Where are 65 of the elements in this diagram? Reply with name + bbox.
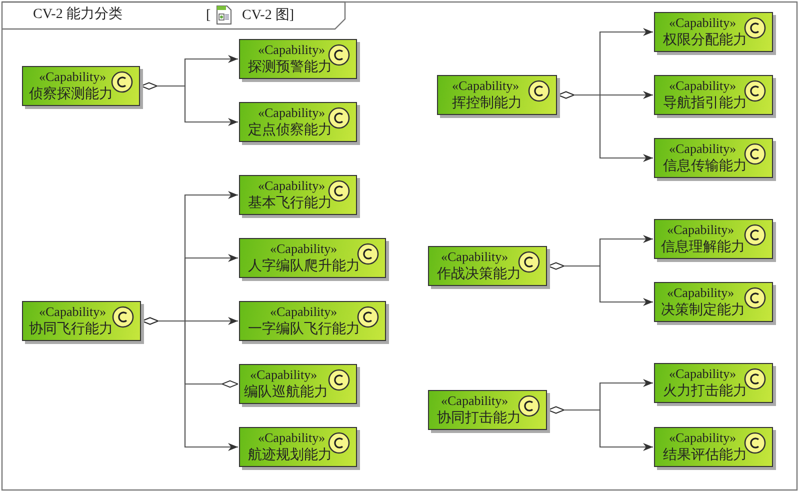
capability-box bbox=[654, 12, 773, 52]
stereotype-label: «Capability» bbox=[452, 78, 520, 94]
aggregation-arrow bbox=[140, 82, 238, 126]
capability-box bbox=[654, 75, 773, 115]
stereotype-label: «Capability» bbox=[667, 222, 734, 238]
aggregation-arrow bbox=[548, 406, 653, 451]
capability-box bbox=[654, 138, 773, 178]
capability-name: 火力打击能力 bbox=[663, 383, 747, 400]
aggregation-arrow bbox=[548, 262, 653, 306]
stereotype-label: «Capability» bbox=[270, 304, 338, 320]
capability-name: 人字编队爬升能力 bbox=[248, 258, 360, 275]
capability-name: 编队巡航能力 bbox=[244, 384, 328, 401]
aggregation-arrow bbox=[558, 91, 653, 162]
capability-box bbox=[437, 75, 557, 115]
capability-box bbox=[239, 102, 357, 142]
capability-name: 探测预警能力 bbox=[248, 59, 332, 76]
stereotype-label: «Capability» bbox=[667, 285, 734, 301]
capability-box bbox=[239, 175, 357, 215]
capability-box bbox=[654, 363, 773, 403]
stereotype-label: «Capability» bbox=[39, 69, 106, 85]
diagram-title: CV-2 能力分类 bbox=[33, 7, 122, 23]
stereotype-label: «Capability» bbox=[669, 78, 736, 94]
capability-box bbox=[654, 427, 773, 467]
capability-box bbox=[654, 219, 773, 259]
capability-name: 侦察探测能力 bbox=[29, 86, 113, 103]
stereotype-label: «Capability» bbox=[270, 241, 338, 257]
capability-name: 基本飞行能力 bbox=[248, 195, 332, 212]
capability-name: 一字编队飞行能力 bbox=[248, 321, 360, 338]
diagram-label: [ bbox=[206, 8, 211, 24]
capability-name: 定点侦察能力 bbox=[248, 122, 332, 139]
capability-box bbox=[428, 246, 547, 286]
capability-box bbox=[239, 301, 386, 341]
capability-name: 信息理解能力 bbox=[661, 239, 745, 256]
capability-name: 决策制定能力 bbox=[661, 302, 745, 319]
capability-name: 作战决策能力 bbox=[437, 266, 521, 283]
capability-box bbox=[239, 238, 386, 278]
capability-name: 航迹规划能力 bbox=[248, 447, 332, 464]
capability-name: 结果评估能力 bbox=[663, 447, 747, 464]
capability-name: 协同打击能力 bbox=[437, 410, 521, 427]
capability-box bbox=[22, 301, 141, 341]
stereotype-label: «Capability» bbox=[669, 141, 736, 157]
capability-box bbox=[654, 282, 773, 322]
stereotype-label: «Capability» bbox=[441, 249, 508, 265]
stereotype-label: «Capability» bbox=[441, 393, 508, 409]
stereotype-label: «Capability» bbox=[669, 430, 736, 446]
capability-box bbox=[239, 427, 357, 467]
stereotype-label: «Capability» bbox=[258, 42, 326, 58]
capability-box bbox=[22, 66, 140, 106]
stereotype-label: «Capability» bbox=[258, 178, 326, 194]
capability-name: 协同飞行能力 bbox=[29, 321, 113, 338]
capability-name: 挥控制能力 bbox=[452, 95, 522, 112]
capability-name: 权限分配能力 bbox=[663, 32, 747, 49]
diagram-label: CV-2 图] bbox=[242, 8, 294, 24]
aggregation-arrow bbox=[142, 317, 238, 451]
capability-name: 导航指引能力 bbox=[663, 95, 747, 112]
capability-box bbox=[239, 39, 357, 79]
capability-name: 信息传输能力 bbox=[663, 158, 747, 175]
stereotype-label: «Capability» bbox=[669, 366, 736, 382]
stereotype-label: «Capability» bbox=[250, 367, 318, 383]
stereotype-label: «Capability» bbox=[258, 105, 326, 121]
capability-box bbox=[239, 364, 357, 404]
stereotype-label: «Capability» bbox=[39, 304, 106, 320]
capability-box bbox=[428, 390, 547, 430]
stereotype-label: «Capability» bbox=[258, 430, 326, 446]
stereotype-label: «Capability» bbox=[669, 15, 736, 31]
